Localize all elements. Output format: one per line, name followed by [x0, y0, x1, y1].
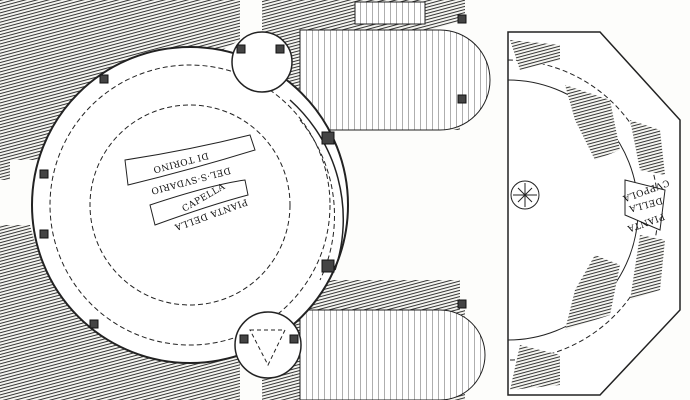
pillars [39, 14, 467, 344]
dome-title-banner: CVPPOLA DELLA PIANTA [621, 177, 670, 233]
dome-plan [507, 31, 681, 396]
stairs [299, 1, 491, 400]
